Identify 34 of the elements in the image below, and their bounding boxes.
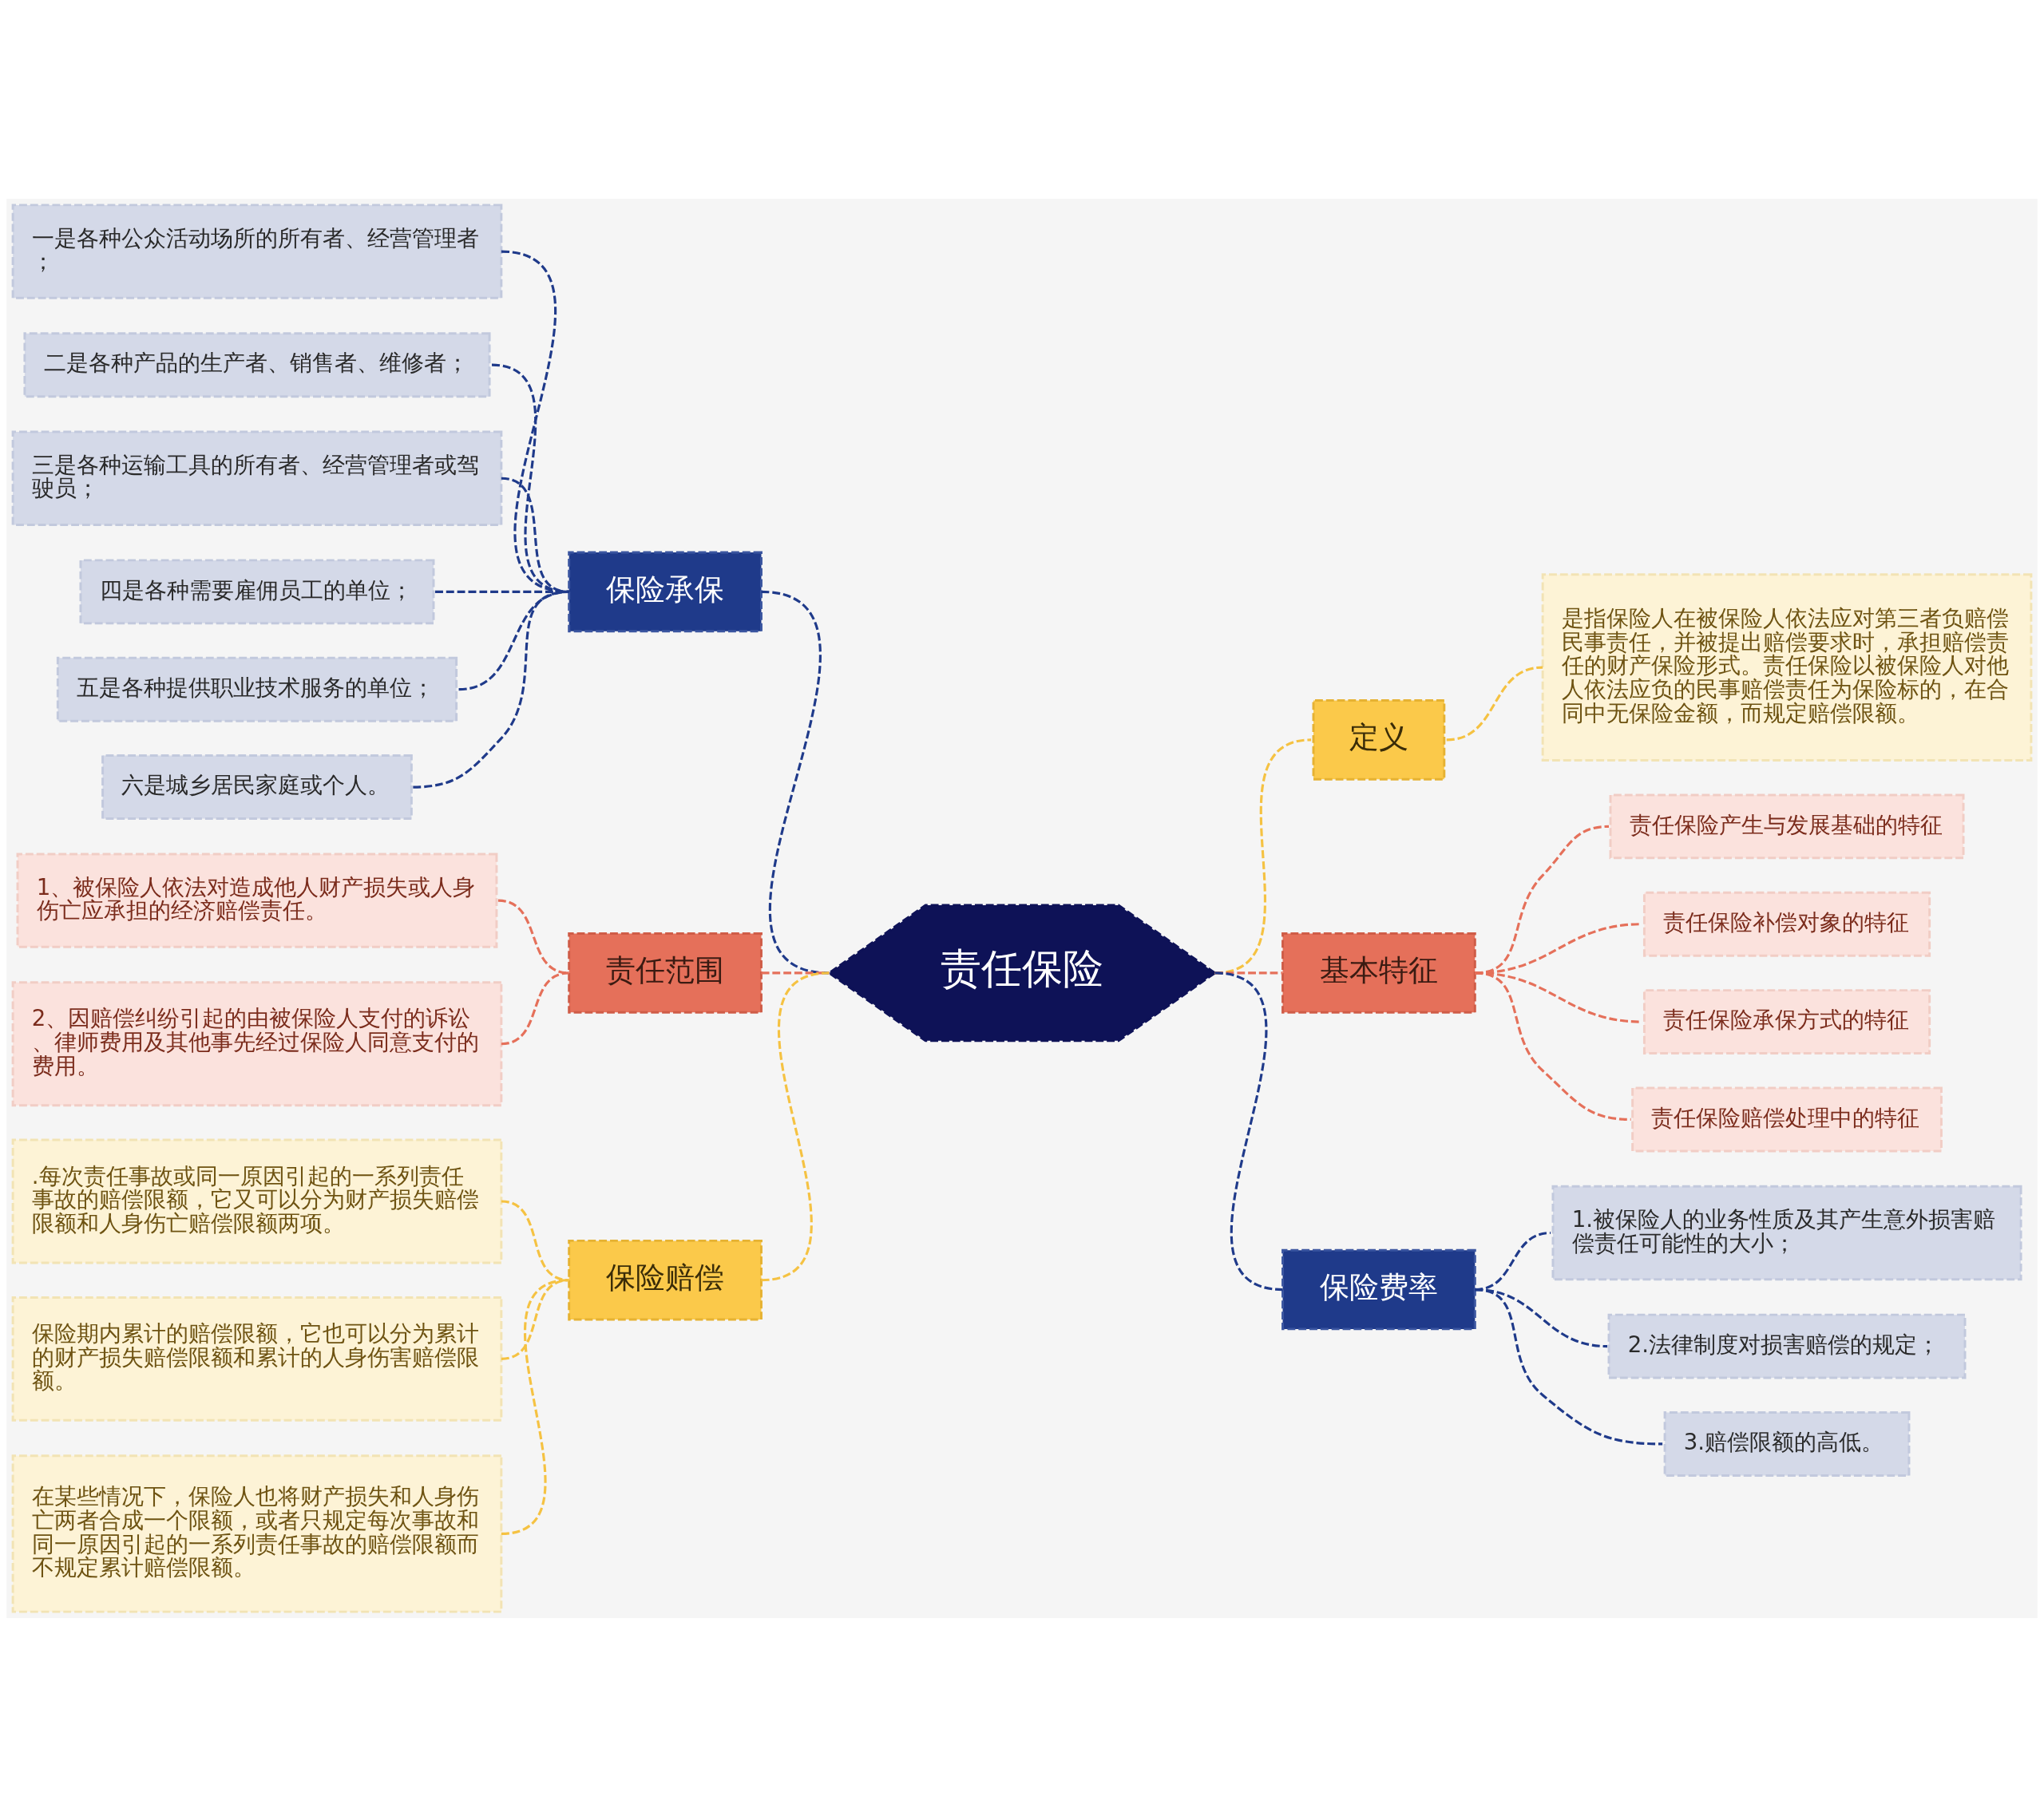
connector bbox=[1446, 666, 1543, 741]
node-box: 一是各种公众活动场所的所有者、经营管理者； bbox=[11, 203, 503, 299]
connector bbox=[1475, 971, 1631, 1121]
node-box: 2.法律制度对损害赔偿的规定； bbox=[1607, 1313, 1967, 1379]
connector bbox=[761, 971, 830, 1281]
node-box: 定义 bbox=[1312, 698, 1446, 781]
node-box: 三是各种运输工具的所有者、经营管理者或驾驶员； bbox=[11, 430, 503, 526]
node-box: 责任保险补偿对象的特征 bbox=[1642, 891, 1931, 957]
node-box: 责任范围 bbox=[568, 932, 763, 1014]
node-box: .每次责任事故或同一原因引起的一系列责任事故的赔偿限额，它又可以分为财产损失赔偿限额和人身伤亡赔偿限额两项。 bbox=[11, 1138, 503, 1264]
node-box: 保险赔偿 bbox=[568, 1239, 763, 1321]
node-box: 四是各种需要雇佣员工的单位； bbox=[79, 558, 435, 624]
connector bbox=[501, 1278, 570, 1535]
node-box: 责任保险产生与发展基础的特征 bbox=[1609, 793, 1965, 859]
node-box: 保险费率 bbox=[1281, 1248, 1476, 1330]
connector bbox=[1214, 971, 1283, 1291]
node-box: 是指保险人在被保险人依法应对第三者负赔偿民事责任，并被提出赔偿要求时，承担赔偿责任的财产保险形式。责任保险以被保险人对他人依法应负的民事赔偿责任为保险标的，在合同中无保险金额，而规定赔偿限额。 bbox=[1541, 572, 2033, 762]
node-box: 基本特征 bbox=[1281, 932, 1476, 1014]
node-box: 在某些情况下，保险人也将财产损失和人身伤亡两者合成一个限额，或者只规定每次事故和同一原因引起的一系列责任事故的赔偿限额而不规定累计赔偿限额。 bbox=[11, 1454, 503, 1613]
node-box: 1、被保险人依法对造成他人财产损失或人身伤亡应承担的经济赔偿责任。 bbox=[16, 852, 498, 948]
connector bbox=[501, 1278, 569, 1360]
node-box: 责任保险承保方式的特征 bbox=[1642, 988, 1931, 1054]
node-box: 二是各种产品的生产者、销售者、维修者； bbox=[23, 331, 491, 398]
node-box: 2、因赔偿纠纷引起的由被保险人支付的诉讼、律师费用及其他事先经过保险人同意支付的费用。 bbox=[11, 980, 503, 1106]
connector bbox=[413, 590, 569, 789]
connector bbox=[501, 971, 569, 1045]
node-box: 六是城乡居民家庭或个人。 bbox=[101, 754, 413, 820]
node-box: 3.赔偿限额的高低。 bbox=[1663, 1410, 1911, 1477]
node-box: 保险承保 bbox=[568, 551, 763, 632]
node-box: 1.被保险人的业务性质及其产生意外损害赔偿责任可能性的大小； bbox=[1551, 1185, 2022, 1280]
node-box: 责任保险赔偿处理中的特征 bbox=[1631, 1086, 1943, 1152]
node-box: 五是各种提供职业技术服务的单位； bbox=[56, 656, 458, 722]
node-box: 保险期内累计的赔偿限额，它也可以分为累计的财产损失赔偿限额和累计的人身伤害赔偿限额。 bbox=[11, 1296, 503, 1422]
connector bbox=[1475, 1288, 1663, 1445]
